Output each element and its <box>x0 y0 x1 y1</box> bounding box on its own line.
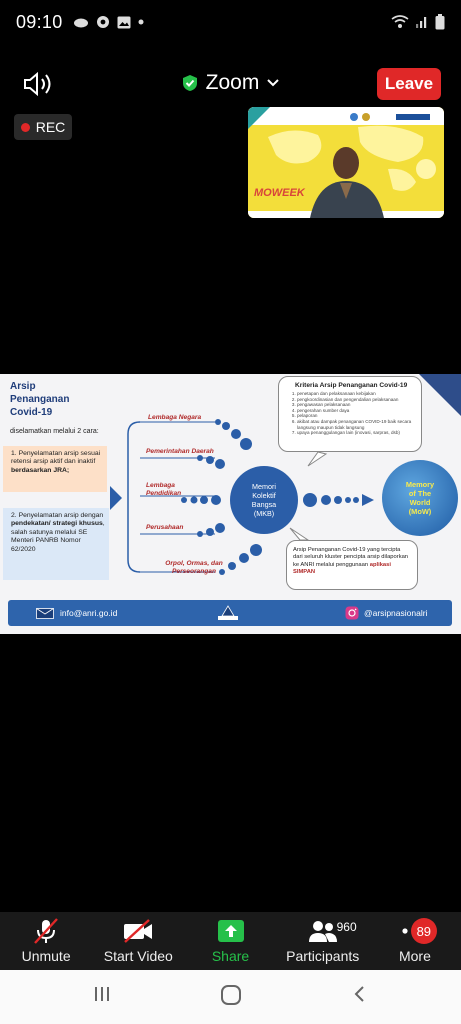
participants-label: Participants <box>286 948 360 964</box>
slide-footer: info@anri.go.id @arsipnasionalri <box>8 600 452 626</box>
more-label: More <box>398 948 431 964</box>
image-icon <box>117 16 131 28</box>
mail-icon <box>36 608 54 619</box>
instagram-handle: @arsipnasionalri <box>364 608 428 618</box>
criteria-item: penetapan dan pelaksanaan kebijakan <box>297 391 415 397</box>
diagram-connectors <box>110 419 374 575</box>
criteria-item: upaya penanggulangan lain (inovasi, sarp… <box>297 430 415 436</box>
meeting-toolbar: Unmute Start Video Share <box>0 912 461 970</box>
criteria-item: pengkoordinasian dan pengendalian pelaks… <box>297 397 415 403</box>
criteria-item: pengerahan sumber daya <box>297 408 415 414</box>
chrome-icon <box>96 16 109 28</box>
method-box-1: 1. Penyelamatan arsip sesuai retensi ars… <box>3 446 107 492</box>
dot-icon <box>138 19 144 25</box>
cloud-icon <box>73 18 88 28</box>
contact-email: info@anri.go.id <box>60 608 118 618</box>
chevron-down-icon <box>267 79 280 87</box>
recording-indicator: REC <box>14 114 72 140</box>
slide-title: Arsip Penanganan Covid-19 <box>10 381 70 418</box>
recent-apps-icon[interactable] <box>92 984 112 1004</box>
method-box-2: 2. Penyelamatan arsip dengan pendekatan/… <box>3 508 109 580</box>
back-icon[interactable] <box>350 984 370 1004</box>
category-label: Perusahaan <box>146 524 184 531</box>
status-bar: 09:10 <box>0 0 461 44</box>
participant-video-thumbnail[interactable]: MOWEEK <box>248 107 444 218</box>
criteria-item: pengawasan pelaksanaan <box>297 402 415 408</box>
simpan-bubble: Arsip Penanganan Covid-19 yang tercipta … <box>286 540 418 590</box>
criteria-bubble: Kriteria Arsip Penanganan Covid-19 penet… <box>278 376 422 452</box>
participants-count: 960 <box>336 920 357 934</box>
slide-subtitle: diselamatkan melalui 2 cara: <box>10 428 99 435</box>
meeting-title-dropdown[interactable]: Zoom <box>0 71 461 95</box>
criteria-list: penetapan dan pelaksanaan kebijakan peng… <box>285 391 415 436</box>
share-arrow-icon <box>217 920 244 942</box>
speaker-icon[interactable] <box>22 70 56 98</box>
category-label: Lembaga Pendidikan <box>146 482 182 497</box>
participants-icon <box>308 921 337 942</box>
mkb-circle: Memori Kolektif Bangsa (MKB) <box>230 466 298 534</box>
system-navigation-bar <box>0 970 461 1024</box>
meeting-title: Zoom <box>205 71 260 94</box>
instagram-icon <box>345 606 359 620</box>
home-icon[interactable] <box>220 984 242 1006</box>
video-off-icon <box>124 919 153 943</box>
start-video-label: Start Video <box>103 948 173 964</box>
rec-label: REC <box>35 119 66 135</box>
category-label: Lembaga Negara <box>148 414 202 421</box>
share-label: Share <box>211 948 250 964</box>
shield-check-icon <box>182 75 197 91</box>
anri-logo-icon <box>218 605 238 620</box>
battery-icon <box>435 14 445 30</box>
microphone-muted-icon <box>34 918 58 944</box>
start-video-button[interactable]: Start Video <box>92 912 184 970</box>
notification-badge: 89 <box>410 918 437 944</box>
criteria-item: pelaporan <box>297 413 415 419</box>
leave-button[interactable]: Leave <box>377 68 441 100</box>
world-map-background <box>248 107 444 218</box>
participants-button[interactable]: 960 Participants <box>277 912 369 970</box>
shared-screen-slide: Arsip Penanganan Covid-19 diselamatkan m… <box>0 374 461 634</box>
mow-globe: Memory of The World (MoW) <box>382 460 458 536</box>
corner-decoration <box>419 374 461 416</box>
record-dot-icon <box>20 122 30 132</box>
unmute-button[interactable]: Unmute <box>0 912 92 970</box>
event-banner-text: MOWEEK <box>254 187 305 199</box>
meeting-top-bar: Zoom Leave <box>0 62 461 106</box>
unmute-label: Unmute <box>21 948 71 964</box>
wifi-icon <box>391 15 409 28</box>
criteria-item: akibat atau dampak penanganan COVID-19 b… <box>297 419 415 430</box>
more-button[interactable]: 89 More <box>369 912 461 970</box>
category-label: Pemerintahan Daerah <box>146 448 214 455</box>
status-time: 09:10 <box>16 11 63 32</box>
category-label: Orpol, Ormas, dan Perseorangan <box>165 560 223 575</box>
signal-icon <box>416 17 427 28</box>
share-button[interactable]: Share <box>184 912 276 970</box>
